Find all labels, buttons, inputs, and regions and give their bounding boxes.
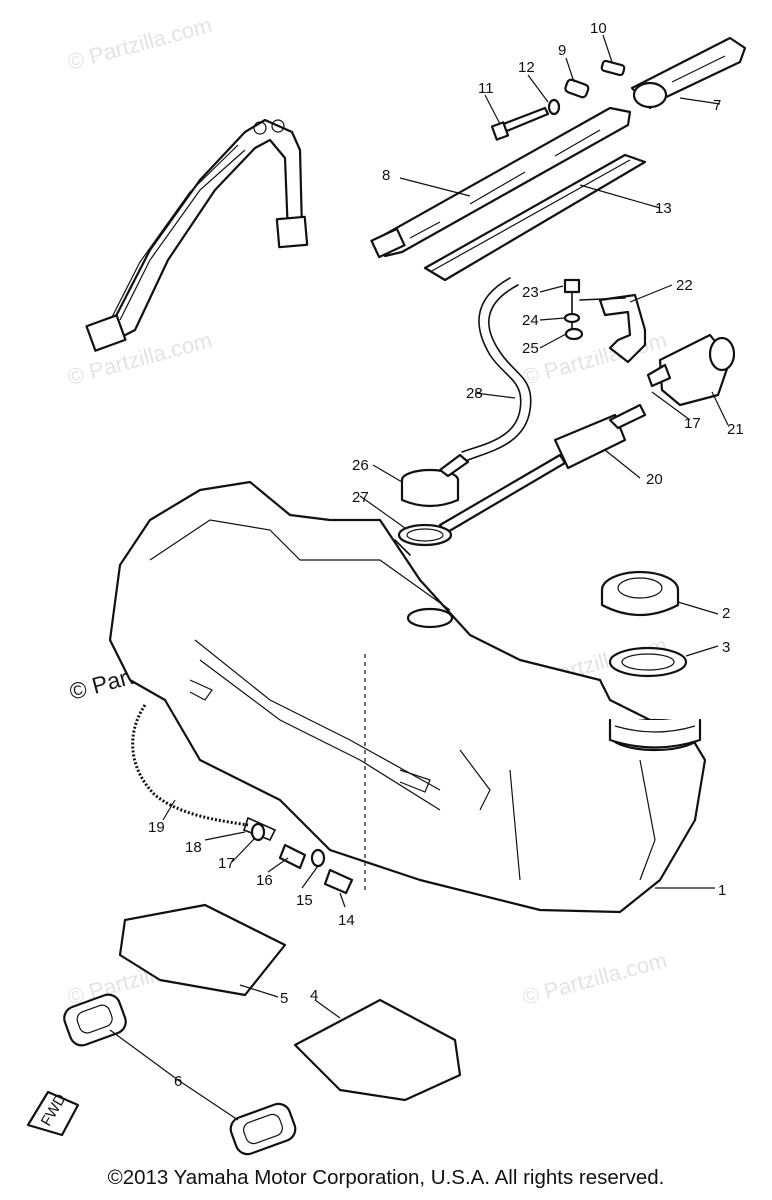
callout-23: 23 <box>522 284 539 301</box>
tank-cap-fitting <box>400 453 470 508</box>
callout-numbers: 1 2 3 4 5 6 7 8 9 10 11 12 13 14 15 16 1… <box>148 20 744 1090</box>
pad-front <box>293 998 462 1102</box>
callout-21: 21 <box>727 421 744 438</box>
callout-17b: 17 <box>684 415 701 432</box>
callout-6: 6 <box>174 1073 182 1090</box>
strap-end <box>630 36 747 110</box>
callout-16: 16 <box>256 872 273 889</box>
gasket <box>608 646 688 678</box>
parts-diagram: © Partzilla.com © Partzilla.com © Partzi… <box>26 12 747 1156</box>
fwd-arrow-icon: FWD <box>26 1090 80 1137</box>
fuel-tank <box>108 480 707 914</box>
callout-8: 8 <box>382 167 390 184</box>
watermark: © Partzilla.com <box>65 12 215 75</box>
callout-10: 10 <box>590 20 607 37</box>
callout-20: 20 <box>646 471 663 488</box>
small-hardware <box>490 59 626 141</box>
rubber-pad <box>423 153 647 282</box>
band <box>370 106 632 259</box>
breather-hose <box>131 704 277 842</box>
fittings <box>250 822 354 895</box>
rubber-rings <box>63 993 297 1156</box>
fuel-filter <box>646 333 736 407</box>
watermark: © Partzilla.com <box>520 327 670 390</box>
callout-5: 5 <box>280 990 288 1007</box>
bolt-washer-nut <box>563 278 584 341</box>
pad-rear <box>118 903 287 997</box>
callout-11: 11 <box>478 80 494 97</box>
filter-bracket <box>579 293 647 364</box>
callout-3: 3 <box>722 639 730 656</box>
callout-22: 22 <box>676 277 693 294</box>
callout-19: 19 <box>148 819 165 836</box>
callout-28: 28 <box>466 385 483 402</box>
copyright-notice: ©2013 Yamaha Motor Corporation, U.S.A. A… <box>107 1166 665 1189</box>
watermark: © Partzilla.com <box>520 947 670 1010</box>
callout-13: 13 <box>655 200 672 217</box>
callout-14: 14 <box>338 912 355 929</box>
o-ring <box>394 523 453 556</box>
callout-18: 18 <box>185 839 202 856</box>
filler-cap <box>600 570 680 617</box>
callout-4: 4 <box>310 987 318 1004</box>
callout-15: 15 <box>296 892 313 909</box>
hose <box>461 277 532 461</box>
leader-lines <box>109 34 729 1121</box>
watermark: © Partzilla.com <box>65 327 215 390</box>
callout-9: 9 <box>558 42 566 59</box>
callout-25: 25 <box>522 340 539 357</box>
fuel-pickup <box>438 403 647 535</box>
callout-17a: 17 <box>218 855 235 872</box>
callout-7: 7 <box>713 97 721 114</box>
callout-26: 26 <box>352 457 369 474</box>
callout-2: 2 <box>722 605 730 622</box>
callout-24: 24 <box>522 312 539 329</box>
callout-12: 12 <box>518 59 535 76</box>
tank-bracket-strap <box>85 118 309 352</box>
callout-27: 27 <box>352 489 369 506</box>
callout-1: 1 <box>718 882 726 899</box>
